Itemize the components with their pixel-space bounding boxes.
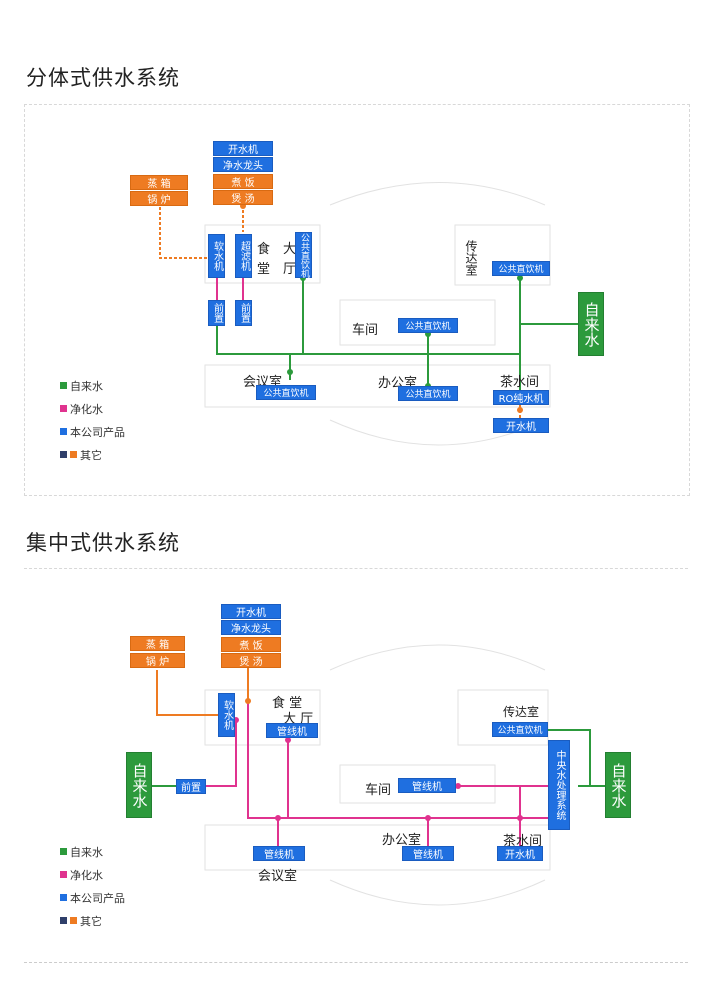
office-dispenser-box: 公共直饮机 [398,386,458,401]
floor-plan-outline-split [204,182,551,446]
meeting-dispenser-box: 公共直饮机 [256,385,316,400]
legend-swatch-dark-2 [60,917,67,924]
room-canteen: 食 堂 [272,696,303,711]
legend-label-product-2: 本公司产品 [70,891,125,905]
room-office-central: 办公室 [382,833,422,848]
legend-central: 自来水 净化水 本公司产品 其它 [60,840,125,932]
tap-water-source: 自来水 [578,292,604,356]
legend-item-other-2: 其它 [60,909,125,932]
legend-swatch-blue [60,428,67,435]
room-meeting-central: 会议室 [258,869,298,884]
softener-box-central: 软水机 [218,693,235,737]
room-canteen-char-1: 食 [257,242,271,257]
central-tap-lines [152,729,605,787]
pre-filter-2-box: 前置 [235,300,252,326]
legend-swatch-dark [60,451,67,458]
tap-water-source-left: 自来水 [126,752,152,818]
split-purified-lines [216,278,244,300]
legend-label-other-2: 其它 [80,914,102,928]
legend-label-product: 本公司产品 [70,425,125,439]
rice-cooking-box-central: 煮 饭 [221,637,281,652]
legend-item-product-2: 本公司产品 [60,886,125,909]
room-hall-char-2: 厅 [283,262,297,277]
legend-swatch-pink-2 [60,871,67,878]
floor-plan-outline-central [204,644,551,906]
tap-water-source-right: 自来水 [605,752,631,818]
split-tap-lines [216,275,578,398]
office-line-unit-box: 管线机 [402,846,454,861]
legend-swatch-orange-2 [70,917,77,924]
meeting-line-unit-box: 管线机 [253,846,305,861]
clean-tap-box: 净水龙头 [213,157,273,172]
room-workshop-central: 车间 [365,783,392,798]
pre-filter-1-box: 前置 [208,300,225,326]
pre-filter-box-central: 前置 [176,779,206,794]
legend-item-product: 本公司产品 [60,420,125,443]
steam-cabinet-box-central: 蒸 箱 [130,636,185,651]
tea-boiler-box-central: 开水机 [497,846,543,861]
kettle-box-central: 开水机 [221,604,281,619]
legend-swatch-green [60,382,67,389]
central-diagram-panel [24,568,688,959]
softener-box: 软水机 [208,234,225,278]
boiler-box-central: 锅 炉 [130,653,185,668]
legend-label-purified-2: 净化水 [70,868,103,882]
guard-dispenser-box-central: 公共直饮机 [492,722,548,737]
legend-swatch-pink [60,405,67,412]
canteen-line-unit-box: 管线机 [266,723,318,738]
room-canteen-char-2: 堂 [257,262,271,277]
steam-cabinet-box: 蒸 箱 [130,175,188,190]
legend-item-other: 其它 [60,443,125,466]
central-system-title: 集中式供水系统 [26,531,180,555]
soup-box: 煲 汤 [213,190,273,205]
central-treatment-unit: 中央水处理系统 [548,740,570,830]
room-guard-central: 传达室 [503,705,540,719]
legend-label-tap-2: 自来水 [70,845,103,859]
ro-machine-box: RO纯水机 [493,390,549,405]
ultrafilter-box: 超滤机 [235,234,252,278]
legend-item-tap: 自来水 [60,374,125,397]
boiler-box: 锅 炉 [130,191,188,206]
legend-item-purified: 净化水 [60,397,125,420]
workshop-dispenser-box: 公共直饮机 [398,318,458,333]
legend-swatch-green-2 [60,848,67,855]
soup-box-central: 煲 汤 [221,653,281,668]
workshop-line-unit-box: 管线机 [398,778,456,793]
clean-tap-box-central: 净水龙头 [221,620,281,635]
legend-label-purified: 净化水 [70,402,103,416]
rice-cooking-box: 煮 饭 [213,174,273,189]
legend-swatch-orange [70,451,77,458]
legend-label-tap: 自来水 [70,379,103,393]
bottom-rule [24,962,688,963]
legend-label-other: 其它 [80,448,102,462]
room-guard: 传达室 [464,240,478,276]
kettle-box: 开水机 [213,141,273,156]
room-tearoom-central: 茶水间 [503,834,543,849]
legend-item-tap-2: 自来水 [60,840,125,863]
room-workshop: 车间 [352,323,379,338]
legend-split: 自来水 净化水 本公司产品 其它 [60,374,125,466]
room-tearoom: 茶水间 [500,375,540,390]
central-other-lines [156,668,249,716]
split-diagram-panel [24,104,690,496]
legend-item-purified-2: 净化水 [60,863,125,886]
room-hall-char-1: 大 [283,242,297,257]
legend-swatch-blue-2 [60,894,67,901]
split-system-title: 分体式供水系统 [26,66,180,90]
hall-dispenser-box: 公共直饮机 [295,232,312,278]
tea-boiler-box: 开水机 [493,418,549,433]
guard-dispenser-box: 公共直饮机 [492,261,550,276]
